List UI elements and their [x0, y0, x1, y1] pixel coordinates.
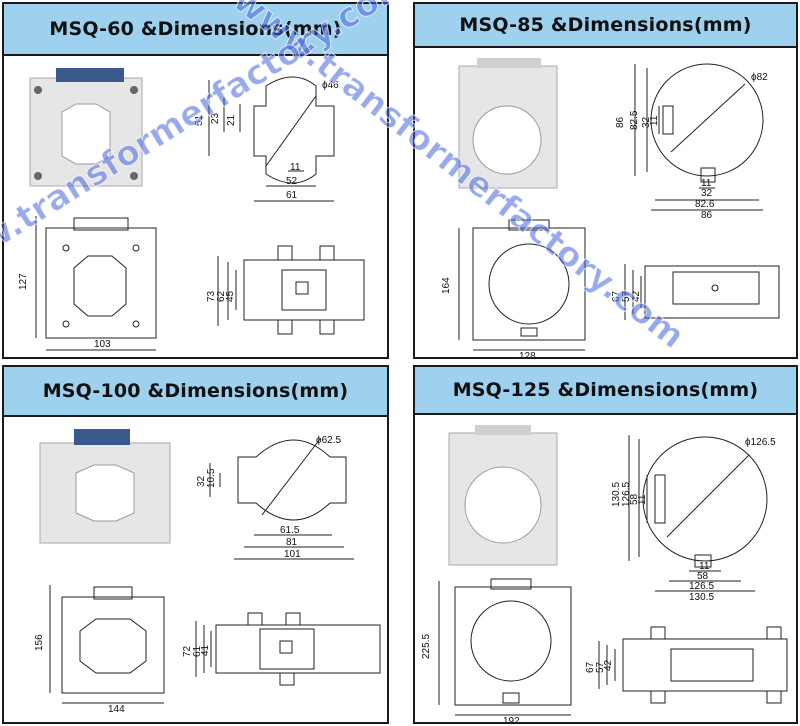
dim-inner-c: 11: [649, 115, 660, 126]
dim-w3: 130.5: [689, 592, 714, 603]
drawings-msq125: ϕ126.5 130.5 126.5 58 11 11 58 126.5 130…: [421, 425, 788, 724]
dim-front-width: 192: [503, 716, 520, 724]
dim-front-width: 128: [519, 351, 536, 359]
dim-h1: 130.5: [611, 482, 622, 507]
dim-side-h3: 42: [631, 290, 642, 302]
panel-msq60: MSQ-60 &Dimensions(mm) ϕ46 51 23 21 11 5…: [2, 2, 389, 359]
dim-slot: 11: [290, 162, 301, 173]
dim-front-height: 127: [18, 273, 29, 290]
dim-side-h2: 61: [192, 645, 203, 657]
dim-side-h3: 41: [200, 644, 211, 656]
dim-height: 51: [194, 114, 205, 126]
dim-inner-a: 23: [210, 112, 221, 124]
panel-msq85: MSQ-85 &Dimensions(mm) ϕ82 86 82.5 32 11…: [413, 2, 798, 359]
side-view: [598, 626, 788, 704]
dim-h2: 126.5: [621, 482, 632, 507]
dim-w3: 101: [284, 549, 301, 560]
dim-h4: 11: [637, 494, 648, 505]
product-photo: [448, 425, 558, 566]
dim-side-h1: 67: [611, 290, 622, 302]
panel-title: MSQ-85 &Dimensions(mm): [415, 4, 796, 48]
panel-title: MSQ-100 &Dimensions(mm): [4, 367, 387, 417]
dim-diameter: ϕ82: [751, 72, 768, 83]
top-view: [209, 438, 354, 560]
dim-height: 86: [615, 116, 626, 128]
front-view: [458, 219, 586, 351]
top-view: [628, 435, 768, 592]
dim-side-h2: 57: [595, 661, 606, 673]
dim-side-h2: 62: [216, 290, 227, 302]
dim-inner-b: 10.5: [206, 468, 217, 488]
drawings-msq100: ϕ62.5 32 10.5 61.5 81 101 156 144 72 61 …: [34, 429, 381, 715]
dim-front-width: 103: [94, 339, 111, 350]
dim-side-h1: 72: [182, 645, 193, 657]
front-view: [438, 578, 572, 716]
panel-msq100: MSQ-100 &Dimensions(mm) ϕ62.5 32 10.5 61…: [2, 365, 389, 724]
dim-front-height: 225.5: [421, 634, 432, 659]
dim-h3: 58: [629, 493, 640, 505]
product-photo: [29, 68, 143, 187]
panel-msq125: MSQ-125 &Dimensions(mm) ϕ126.5 130.5 126…: [413, 365, 798, 724]
drawings-msq60: ϕ46 51 23 21 11 52 61 127 103: [18, 68, 365, 351]
dim-front-height: 156: [34, 634, 45, 651]
dim-front-height: 164: [441, 277, 452, 294]
dim-front-width: 144: [108, 704, 125, 715]
side-view: [624, 264, 780, 320]
dim-inner-b: 21: [226, 114, 237, 126]
top-view: [208, 76, 335, 202]
dim-w1: 32: [701, 188, 713, 199]
dim-inner-b: 32: [641, 116, 652, 128]
dim-side-h2: 57: [621, 290, 632, 302]
dim-diameter: ϕ62.5: [316, 435, 342, 446]
dim-side-h1: 73: [206, 290, 217, 302]
dim-w1: 58: [697, 571, 709, 582]
dim-slot: 11: [699, 561, 710, 572]
top-view: [634, 63, 764, 211]
side-view: [217, 245, 365, 335]
panel-title: MSQ-60 &Dimensions(mm): [4, 4, 387, 56]
dim-w2: 81: [286, 537, 298, 548]
dim-w2: 82.6: [695, 199, 715, 210]
dim-w2: 126.5: [689, 581, 714, 592]
dim-side-h3: 42: [603, 659, 614, 671]
dim-inner-a: 82.5: [629, 110, 640, 130]
product-photo: [39, 429, 171, 544]
dim-w3: 86: [701, 210, 713, 221]
dim-width-outer: 61: [286, 190, 298, 201]
front-view: [35, 216, 157, 351]
dim-width-inner: 52: [286, 176, 298, 187]
dim-w1: 61.5: [280, 525, 300, 536]
dim-inner-a: 32: [196, 475, 207, 487]
dim-diameter: ϕ46: [322, 80, 339, 91]
side-view: [195, 612, 381, 686]
product-photo: [458, 58, 558, 189]
dim-side-h3: 45: [225, 290, 236, 302]
drawings-msq85: ϕ82 86 82.5 32 11 11 32 82.6 86 164 128 …: [441, 58, 780, 359]
dim-diameter: ϕ126.5: [745, 437, 776, 448]
front-view: [49, 585, 165, 704]
dim-slot: 11: [701, 178, 712, 189]
panel-title: MSQ-125 &Dimensions(mm): [415, 367, 796, 415]
dim-side-h1: 67: [585, 661, 596, 673]
